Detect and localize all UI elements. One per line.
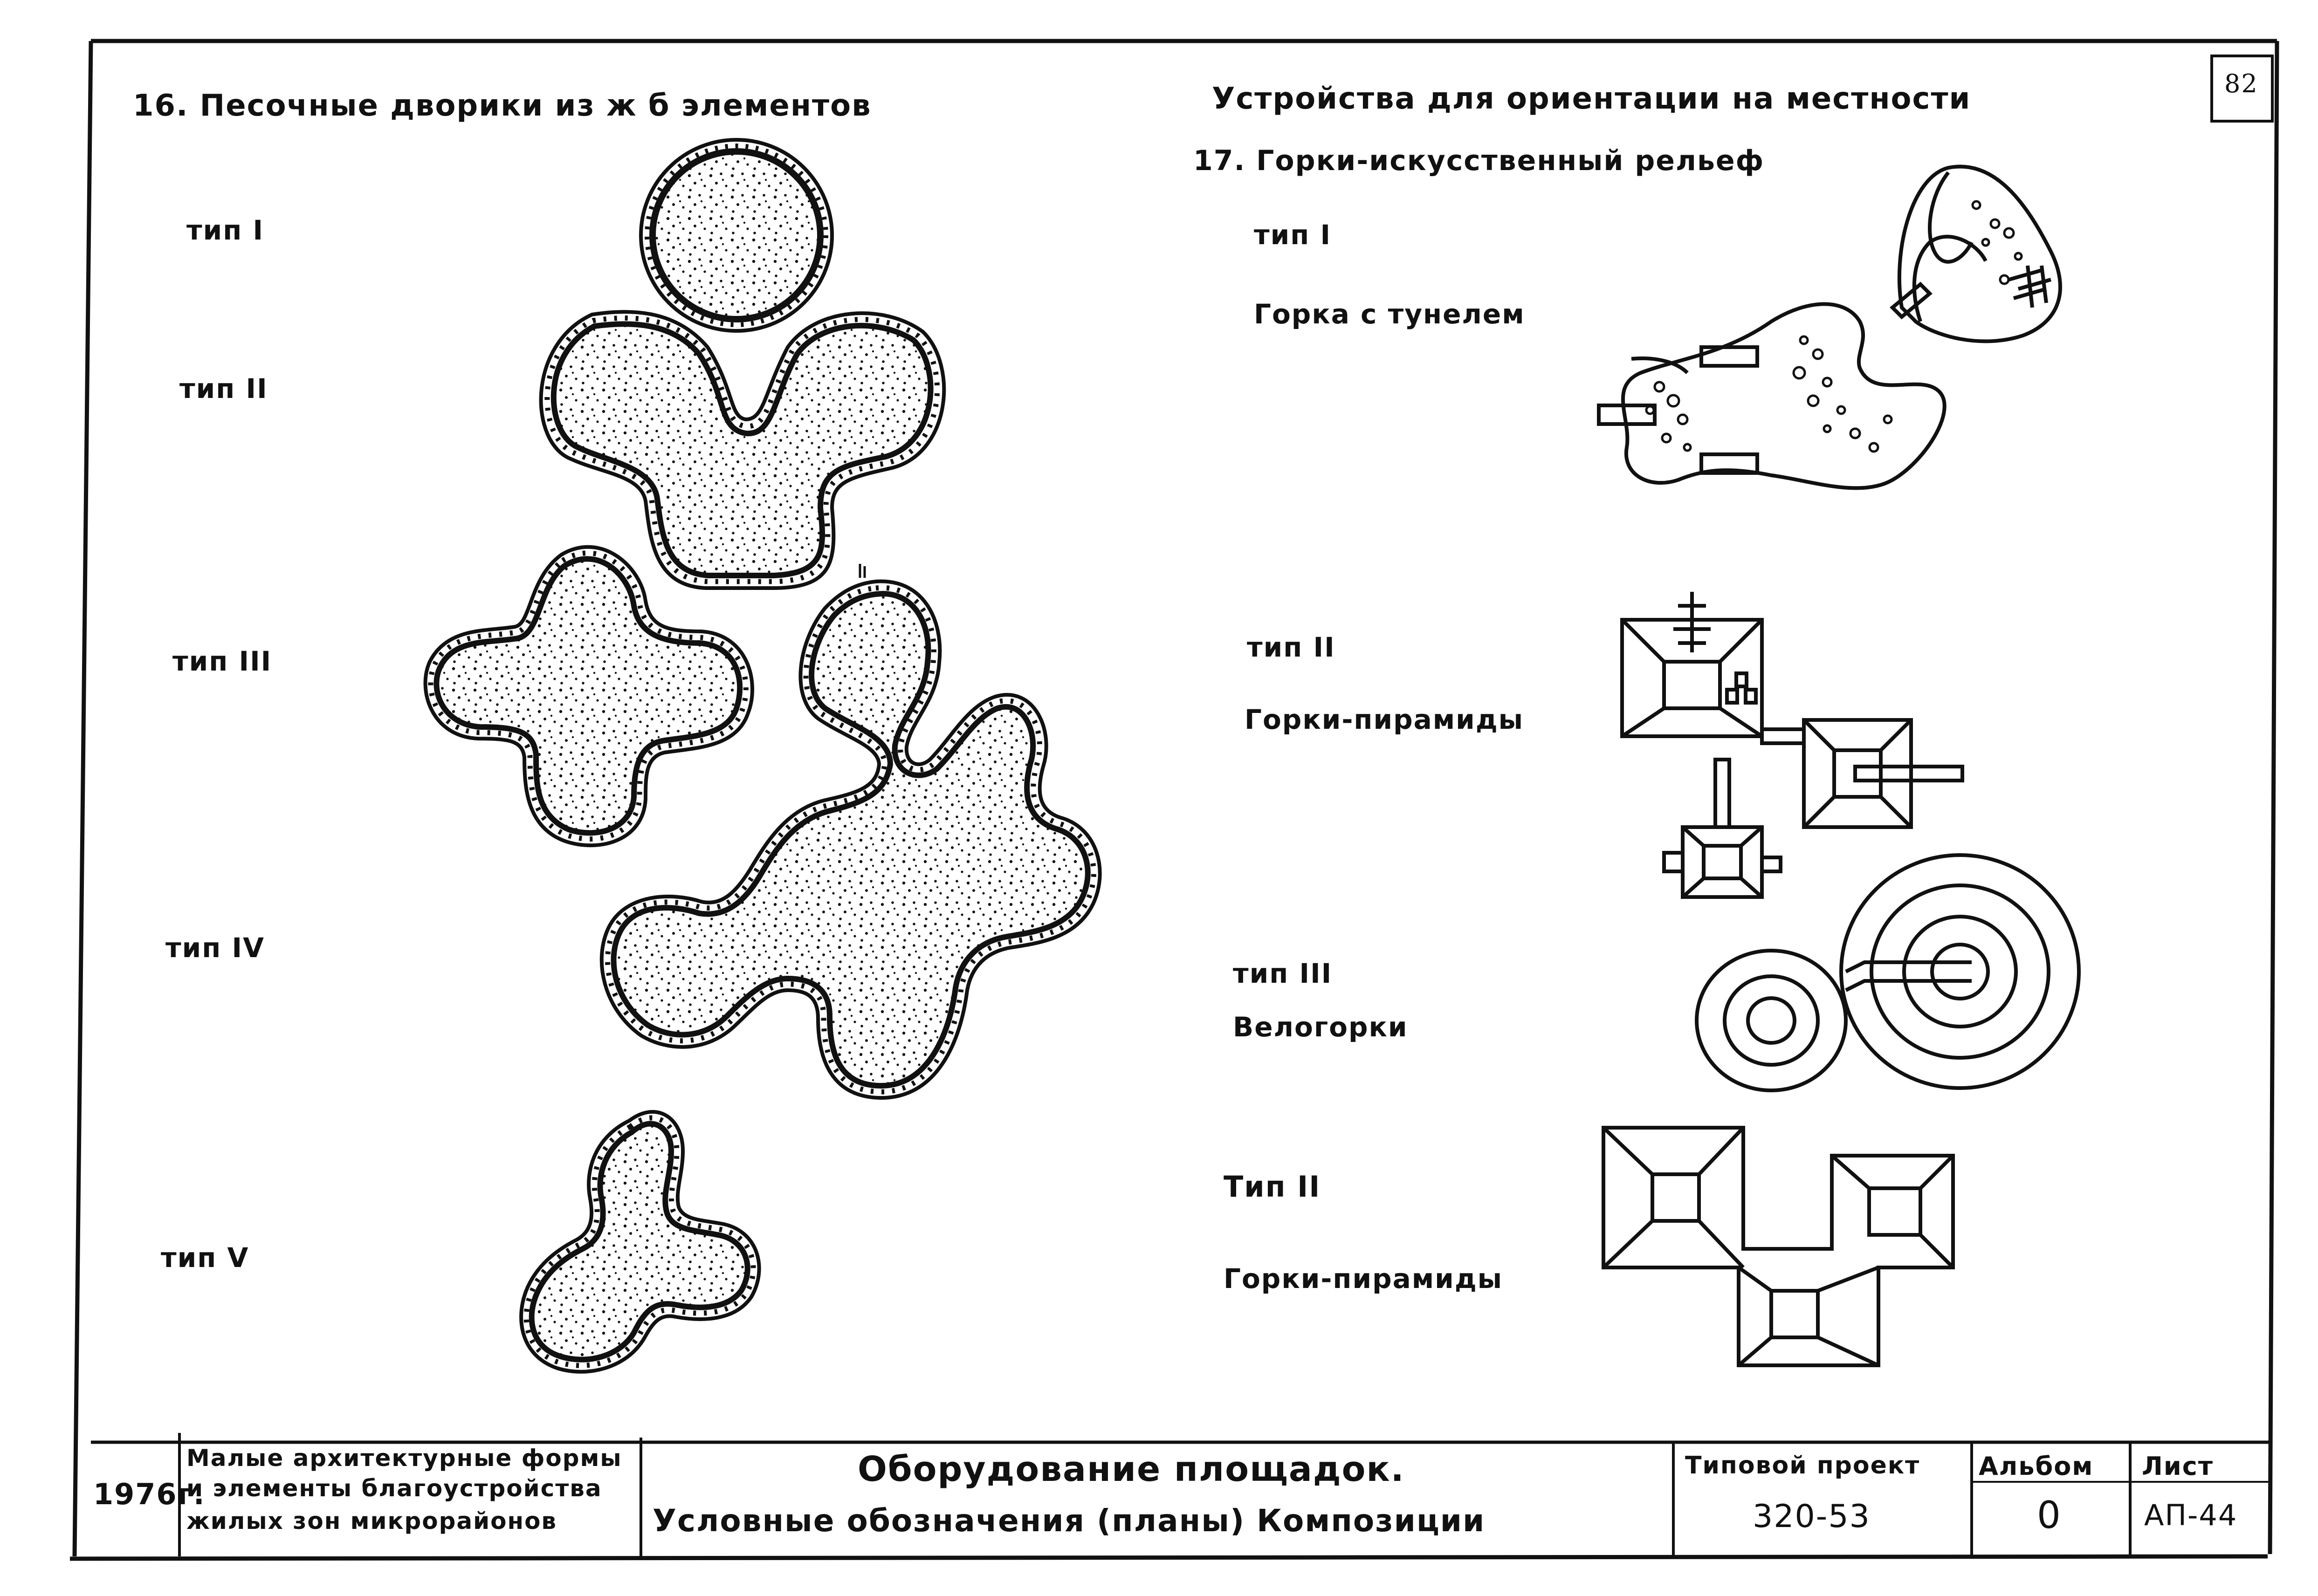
sandbox-type-3 <box>423 545 755 848</box>
left-section-heading: 16. Песочные дворики из ж б элементов <box>133 89 872 123</box>
album-label: Альбом <box>1979 1452 2094 1481</box>
sheet-label: Лист <box>2142 1452 2214 1481</box>
album-number: 0 <box>2037 1493 2062 1537</box>
sheet-title-line-1: Оборудование площадок. <box>858 1449 1405 1489</box>
sandbox-type-4 <box>599 564 1102 1100</box>
title-block-year: 1976г. <box>93 1477 206 1511</box>
hill-name-3: Велогорки <box>1233 1011 1408 1043</box>
series-title-line-3: жилых зон микрорайонов <box>186 1507 557 1534</box>
sheet-title-line-2: Условные обозначения (планы) Композиции <box>653 1503 1486 1539</box>
hill-type-label-1: тип I <box>1254 219 1332 251</box>
sandbox-type-5 <box>519 1110 761 1374</box>
sheet-code: АП-44 <box>2144 1498 2238 1532</box>
sandbox-type-label-3: тип III <box>172 645 272 677</box>
series-title-line-1: Малые архитектурные формы <box>186 1445 622 1472</box>
hill-type-label-4: Тип II <box>1224 1170 1321 1204</box>
right-section-heading: Устройства для ориентации на местности <box>1212 82 1971 116</box>
sandbox-type-label-5: тип V <box>161 1242 249 1274</box>
hill-type-label-3: тип III <box>1233 958 1333 989</box>
hill-pyramids-2 <box>1602 1126 1955 1367</box>
hill-with-tunnel <box>1597 164 2062 490</box>
sandbox-type-label-2: тип II <box>179 373 268 404</box>
project-number: 320-53 <box>1753 1498 1871 1535</box>
right-section-subheading: 17. Горки-искусственный рельеф <box>1193 144 1765 177</box>
page-number: 82 <box>2224 69 2258 98</box>
hill-name-2: Горки-пирамиды <box>1245 704 1524 735</box>
title-block-grid <box>91 1433 2270 1556</box>
hill-pyramids-1 <box>1620 592 1964 899</box>
project-label: Типовой проект <box>1685 1452 1920 1480</box>
sheet-frame <box>69 39 2279 1561</box>
series-title-line-2: и элементы благоустройства <box>186 1475 602 1502</box>
hill-name-1: Горка с тунелем <box>1254 298 1525 330</box>
hill-name-4: Горки-пирамиды <box>1224 1263 1503 1295</box>
sandbox-type-label-1: тип I <box>186 214 264 246</box>
bike-hills <box>1695 853 2081 1092</box>
sandbox-type-2 <box>539 310 946 590</box>
sandbox-type-1 <box>639 138 834 333</box>
sandbox-type-label-4: тип IV <box>165 932 265 964</box>
hill-type-label-2: тип II <box>1247 631 1335 663</box>
